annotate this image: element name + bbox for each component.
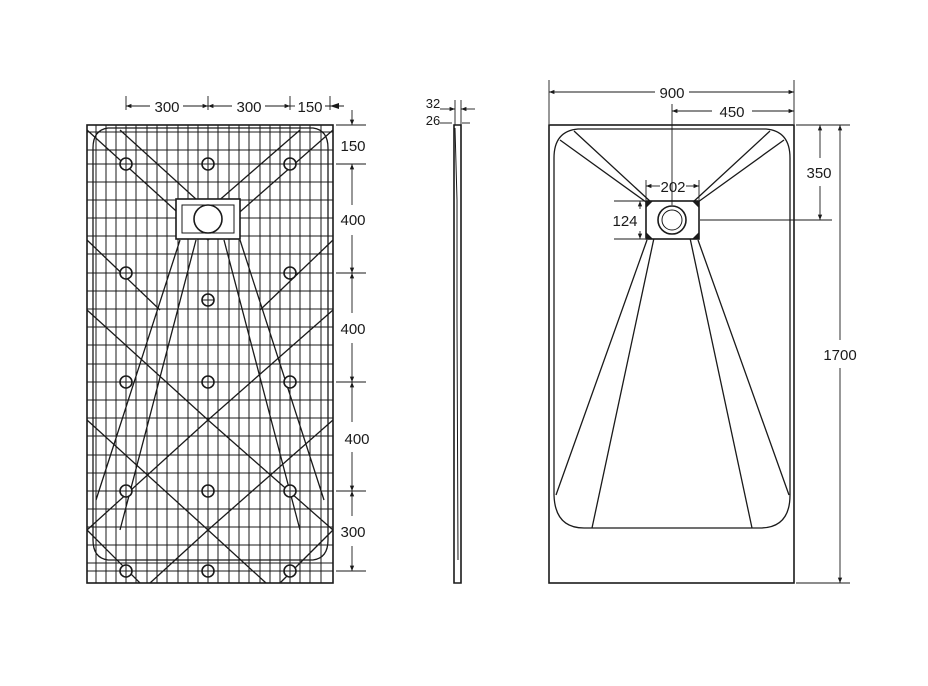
diagonal-rib <box>207 529 267 584</box>
diagonal-rib <box>239 239 325 501</box>
drain-circle <box>193 204 223 234</box>
diagonal-rib <box>86 529 141 584</box>
dim-label: 124 <box>612 213 637 230</box>
top-view-tray <box>553 128 791 529</box>
diagonal-rib <box>207 419 334 531</box>
top-view: 900 450 350 1700 202 124 <box>548 80 857 584</box>
diagonal-rib <box>119 129 209 211</box>
dim-label: 150 <box>297 99 322 116</box>
diagonal-rib <box>119 239 197 531</box>
dim-label: 202 <box>660 179 685 196</box>
drain-circle <box>657 205 687 235</box>
side-profile <box>453 124 462 584</box>
bottom-view-frame <box>86 124 334 584</box>
diagonal-rib <box>149 529 209 584</box>
diagonal-rib <box>259 239 334 311</box>
dim-label: 300 <box>340 524 365 541</box>
bottom-view: 300 300 150 150 400 400 400 300 <box>86 96 370 584</box>
dim-label: 400 <box>340 321 365 338</box>
bottom-width-dims: 300 300 150 <box>125 96 344 116</box>
top-view-frame <box>548 124 795 584</box>
dim-label: 150 <box>340 138 365 155</box>
dim-label: 900 <box>659 85 684 102</box>
bottom-view-tray-outline <box>92 127 329 561</box>
diagonal-rib <box>207 309 334 421</box>
bottom-drain <box>175 198 241 240</box>
diagonal-rib <box>223 239 301 531</box>
diagonal-rib <box>86 419 209 531</box>
diagonal-rib <box>95 239 181 501</box>
dim-label: 450 <box>719 104 744 121</box>
dim-label: 1700 <box>823 347 856 364</box>
support-feet <box>119 157 297 578</box>
dim-label: 26 <box>426 113 440 128</box>
dim-label: 350 <box>806 165 831 182</box>
diagonal-rib <box>207 129 301 211</box>
dim-label: 400 <box>340 212 365 229</box>
dim-label: 400 <box>344 431 369 448</box>
bottom-height-dims: 150 400 400 400 300 <box>336 110 370 572</box>
top-drain <box>645 200 700 240</box>
diagonal-rib <box>86 309 209 421</box>
dim-label: 32 <box>426 96 440 111</box>
dim-label: 300 <box>236 99 261 116</box>
side-view: 32 26 <box>426 96 475 584</box>
diagonal-ribs <box>86 129 334 584</box>
dim-label: 300 <box>154 99 179 116</box>
